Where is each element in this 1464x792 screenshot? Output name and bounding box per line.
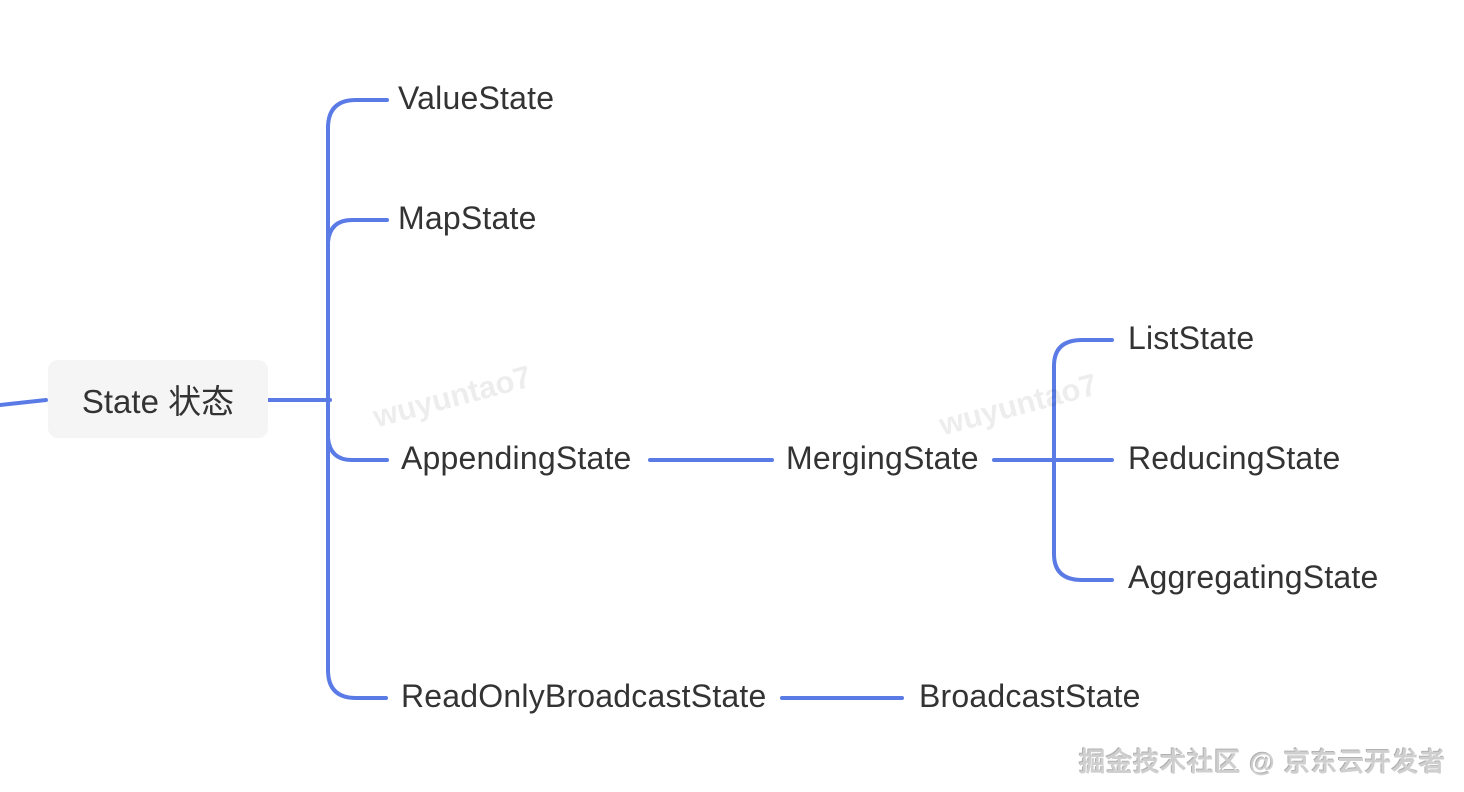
- node-root[interactable]: State 状态: [48, 360, 268, 438]
- node-aggregatingstate[interactable]: AggregatingState: [1128, 559, 1379, 596]
- node-root-label: State 状态: [81, 383, 235, 420]
- node-reducingstate[interactable]: ReducingState: [1128, 440, 1341, 477]
- node-broadcaststate[interactable]: BroadcastState: [919, 678, 1141, 715]
- credit-watermark: 掘金技术社区 @ 京东云开发者: [1079, 747, 1446, 777]
- node-readonlybroadcaststate[interactable]: ReadOnlyBroadcastState: [401, 678, 767, 715]
- main-trunk-line: [326, 98, 389, 700]
- node-mapstate[interactable]: MapState: [398, 200, 537, 237]
- root-left-stub-line: [0, 398, 48, 407]
- mapstate-branch-line: [326, 218, 389, 244]
- node-appendingstate[interactable]: AppendingState: [401, 440, 632, 477]
- appendingstate-branch-line: [326, 436, 389, 462]
- node-mergingstate[interactable]: MergingState: [786, 440, 979, 477]
- node-liststate[interactable]: ListState: [1128, 320, 1255, 357]
- children-trunk-line: [1052, 338, 1114, 582]
- node-valuestate[interactable]: ValueState: [398, 80, 555, 117]
